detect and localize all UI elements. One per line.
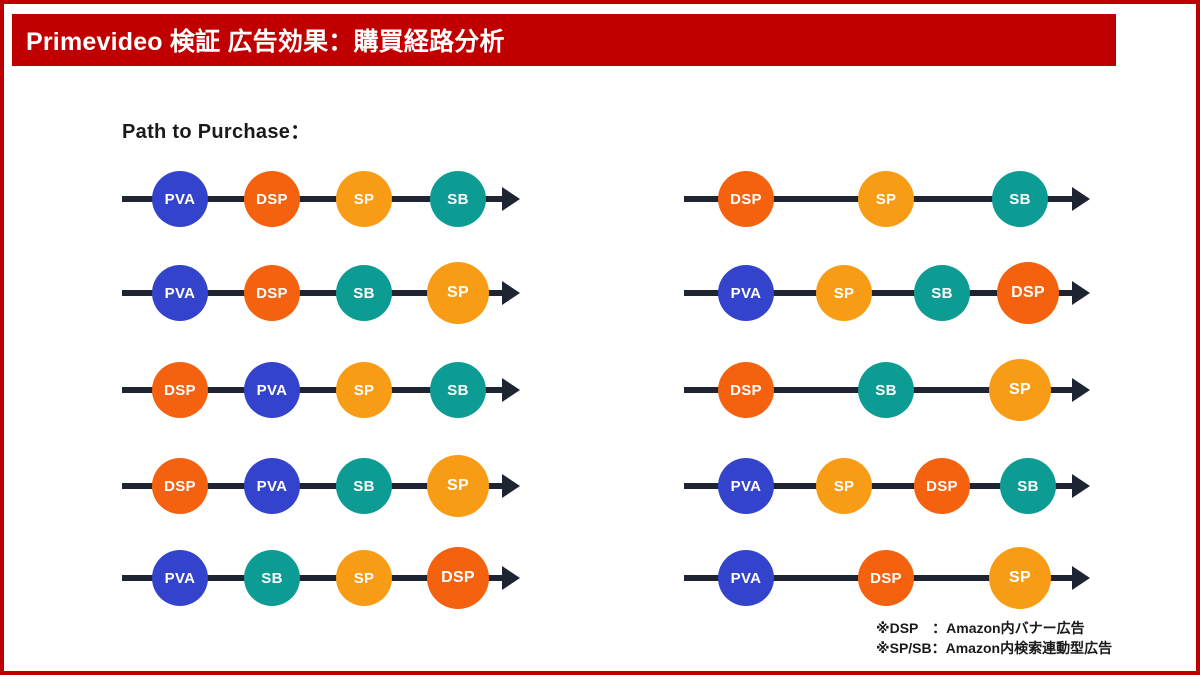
path-row: DSP SP SB [684, 154, 1096, 244]
path-row: PVA SP DSP SB [684, 441, 1096, 531]
arrow-head-icon [502, 187, 520, 211]
footnote-line-2: ※SP/SB：Amazon内検索連動型広告 [876, 640, 1113, 657]
path-arrow-line [684, 290, 1074, 296]
section-label: Path to Purchase： [122, 121, 311, 143]
path-row: PVA SP SB DSP [684, 248, 1096, 338]
path-row: PVA DSP SB SP [122, 248, 526, 338]
arrow-head-icon [1072, 378, 1090, 402]
path-arrow-line [122, 196, 504, 202]
title-bar: Primevideo 検証 広告効果：購買経路分析 [12, 14, 1116, 66]
path-node-sp: SP [989, 547, 1051, 609]
path-node-dsp: DSP [858, 550, 914, 606]
path-node-dsp: DSP [997, 262, 1059, 324]
arrow-head-icon [1072, 281, 1090, 305]
path-row: PVA DSP SP SB [122, 154, 526, 244]
path-node-dsp: DSP [152, 362, 208, 418]
path-node-sp: SP [427, 262, 489, 324]
path-node-sp: SP [336, 362, 392, 418]
path-node-sb: SB [914, 265, 970, 321]
path-node-pva: PVA [152, 265, 208, 321]
path-node-pva: PVA [718, 458, 774, 514]
path-node-pva: PVA [718, 550, 774, 606]
arrow-head-icon [1072, 187, 1090, 211]
path-node-pva: PVA [244, 362, 300, 418]
path-row: PVA DSP SP [684, 533, 1096, 623]
page-title: Primevideo 検証 広告効果：購買経路分析 [26, 28, 505, 56]
path-node-dsp: DSP [244, 171, 300, 227]
path-row: DSP PVA SP SB [122, 345, 526, 435]
footnotes: ※DSP ：Amazon内バナー広告 ※SP/SB：Amazon内検索連動型広告 [876, 618, 1112, 659]
path-arrow-line [122, 290, 504, 296]
path-node-pva: PVA [152, 171, 208, 227]
arrow-head-icon [502, 281, 520, 305]
arrow-head-icon [502, 378, 520, 402]
path-node-dsp: DSP [718, 171, 774, 227]
path-node-sb: SB [430, 171, 486, 227]
path-node-sp: SP [858, 171, 914, 227]
path-arrow-line [122, 387, 504, 393]
path-node-sb: SB [336, 265, 392, 321]
path-row: PVA SB SP DSP [122, 533, 526, 623]
path-arrow-line [122, 575, 504, 581]
path-node-sp: SP [816, 265, 872, 321]
path-node-sb: SB [244, 550, 300, 606]
path-arrow-line [684, 483, 1074, 489]
arrow-head-icon [1072, 566, 1090, 590]
path-arrow-line [122, 483, 504, 489]
path-node-sb: SB [1000, 458, 1056, 514]
path-node-pva: PVA [718, 265, 774, 321]
path-row: DSP SB SP [684, 345, 1096, 435]
path-node-sb: SB [430, 362, 486, 418]
path-node-dsp: DSP [718, 362, 774, 418]
arrow-head-icon [1072, 474, 1090, 498]
arrow-head-icon [502, 566, 520, 590]
footnote-line-1: ※DSP ：Amazon内バナー広告 [876, 620, 1085, 636]
path-node-dsp: DSP [914, 458, 970, 514]
path-node-sp: SP [336, 171, 392, 227]
path-node-sb: SB [336, 458, 392, 514]
path-node-sp: SP [336, 550, 392, 606]
path-node-dsp: DSP [152, 458, 208, 514]
path-node-dsp: DSP [244, 265, 300, 321]
path-node-sb: SB [858, 362, 914, 418]
path-node-sp: SP [989, 359, 1051, 421]
path-node-sp: SP [816, 458, 872, 514]
path-node-sb: SB [992, 171, 1048, 227]
path-row: DSP PVA SB SP [122, 441, 526, 531]
path-node-pva: PVA [244, 458, 300, 514]
path-node-sp: SP [427, 455, 489, 517]
path-node-dsp: DSP [427, 547, 489, 609]
arrow-head-icon [502, 474, 520, 498]
path-node-pva: PVA [152, 550, 208, 606]
